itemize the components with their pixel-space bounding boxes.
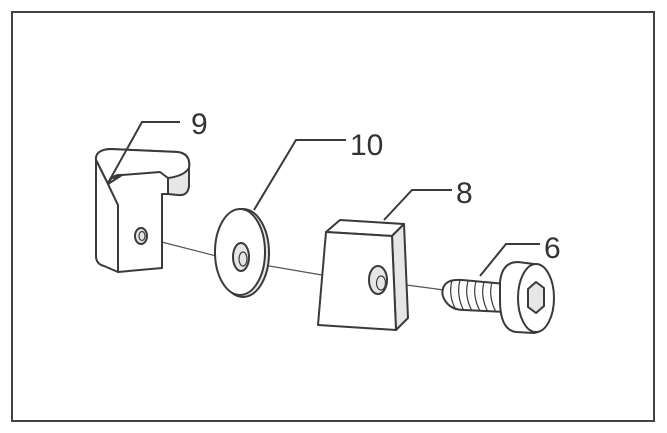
leader-9 bbox=[107, 121, 180, 184]
part-8-nut-block bbox=[317, 219, 409, 331]
callout-6: 6 bbox=[544, 232, 561, 265]
leader-lines bbox=[107, 121, 540, 277]
leader-8 bbox=[383, 189, 452, 221]
part-6-screw bbox=[441, 261, 555, 334]
part-9-bracket bbox=[94, 148, 191, 273]
callout-9: 9 bbox=[191, 108, 208, 141]
callout-8: 8 bbox=[456, 177, 473, 210]
leader-6 bbox=[479, 243, 540, 277]
callout-10: 10 bbox=[350, 129, 383, 162]
leader-10 bbox=[253, 139, 346, 211]
part-10-washer bbox=[214, 208, 270, 298]
